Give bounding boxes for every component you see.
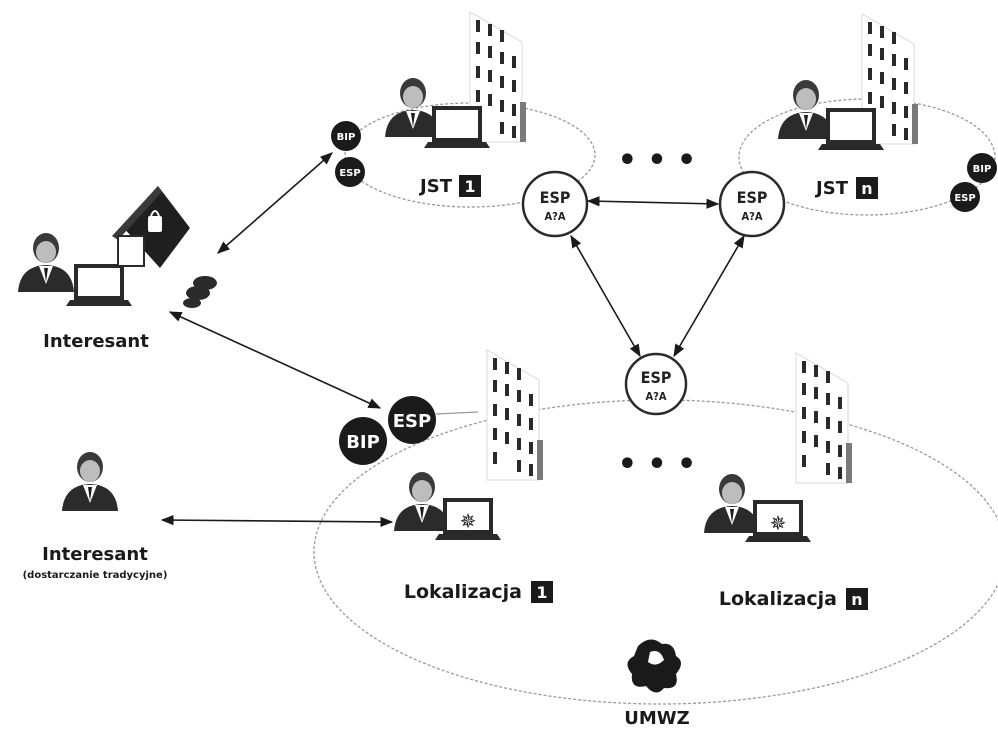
badge-label: BIP bbox=[337, 132, 356, 143]
jst-n-number-box bbox=[856, 177, 878, 199]
interesant-traditional-icon bbox=[62, 452, 118, 511]
eagle-emblem-icon: ✵ bbox=[460, 509, 477, 533]
esp-badge-jst-1: ESP bbox=[335, 157, 365, 187]
ellipsis-bottom: • • • bbox=[618, 447, 696, 482]
jst-n-number: n bbox=[861, 179, 872, 198]
bip-badge-umwz: BIP bbox=[339, 417, 387, 465]
zone-jst-1 bbox=[344, 102, 596, 208]
esp-node-label: ESP bbox=[540, 188, 571, 207]
laptop-jst-n-icon bbox=[816, 108, 886, 152]
esp-a2a-node-umwz: ESP A?A bbox=[624, 352, 688, 416]
badge-label: ESP bbox=[954, 193, 975, 204]
badge-label: BIP bbox=[973, 164, 992, 175]
officer-jst-n-icon bbox=[778, 80, 834, 139]
interesant-online-icon bbox=[18, 233, 74, 292]
esp-badge-jst-n: ESP bbox=[950, 182, 980, 212]
esp-badge-umwz: ESP bbox=[388, 396, 436, 444]
connection-arrows bbox=[160, 152, 745, 528]
jst-n-label: JST bbox=[814, 178, 849, 199]
jst-1-number: 1 bbox=[464, 177, 475, 196]
building-lokalizacja-n bbox=[795, 352, 853, 484]
lokalizacja-n-number: n bbox=[851, 590, 862, 609]
house-lock-icon bbox=[112, 186, 190, 268]
esp-a2a-node-jst-1: ESP A?A bbox=[521, 170, 589, 238]
bip-badge-jst-n: BIP bbox=[967, 153, 997, 183]
lokalizacja-1-number-box bbox=[531, 581, 553, 603]
lokalizacja-1-label: Lokalizacja bbox=[404, 581, 522, 603]
bip-badge-jst-1: BIP bbox=[331, 121, 361, 151]
esp-node-sublabel: A?A bbox=[645, 390, 666, 403]
lokalizacja-1-number: 1 bbox=[536, 583, 547, 602]
interesant-traditional-label: Interesant bbox=[42, 544, 148, 565]
officer-lokalizacja-n-icon bbox=[704, 474, 760, 533]
esp-node-label: ESP bbox=[641, 368, 672, 387]
lokalizacja-n-number-box bbox=[846, 588, 868, 610]
badge-label: BIP bbox=[346, 432, 380, 453]
interesant-laptop-icon bbox=[64, 264, 134, 308]
building-lokalizacja-1 bbox=[486, 349, 544, 481]
jst-1-number-box bbox=[459, 175, 481, 197]
esp-a2a-node-jst-n: ESP A?A bbox=[718, 170, 786, 238]
badge-label: ESP bbox=[339, 168, 360, 179]
esp-node-sublabel: A?A bbox=[544, 210, 565, 223]
connector-line bbox=[435, 411, 479, 415]
zone-jst-n bbox=[738, 98, 996, 216]
interesant-traditional-sublabel: (dostarczanie tradycyjne) bbox=[23, 570, 168, 581]
esp-node-sublabel: A?A bbox=[741, 210, 762, 223]
ellipsis-top: • • • bbox=[618, 143, 696, 178]
coins-icon bbox=[183, 276, 217, 308]
esp-node-label: ESP bbox=[737, 188, 768, 207]
jst-1-label: JST bbox=[418, 176, 453, 197]
griffin-emblem-icon bbox=[627, 639, 681, 693]
badge-label: ESP bbox=[393, 411, 431, 432]
lokalizacja-n-label: Lokalizacja bbox=[719, 588, 837, 610]
eagle-emblem-icon: ✵ bbox=[770, 511, 787, 535]
officer-lokalizacja-1-icon bbox=[394, 472, 450, 531]
laptop-jst-1-icon bbox=[422, 106, 492, 150]
interesant-online-label: Interesant bbox=[43, 331, 149, 352]
umwz-label: UMWZ bbox=[624, 708, 689, 729]
